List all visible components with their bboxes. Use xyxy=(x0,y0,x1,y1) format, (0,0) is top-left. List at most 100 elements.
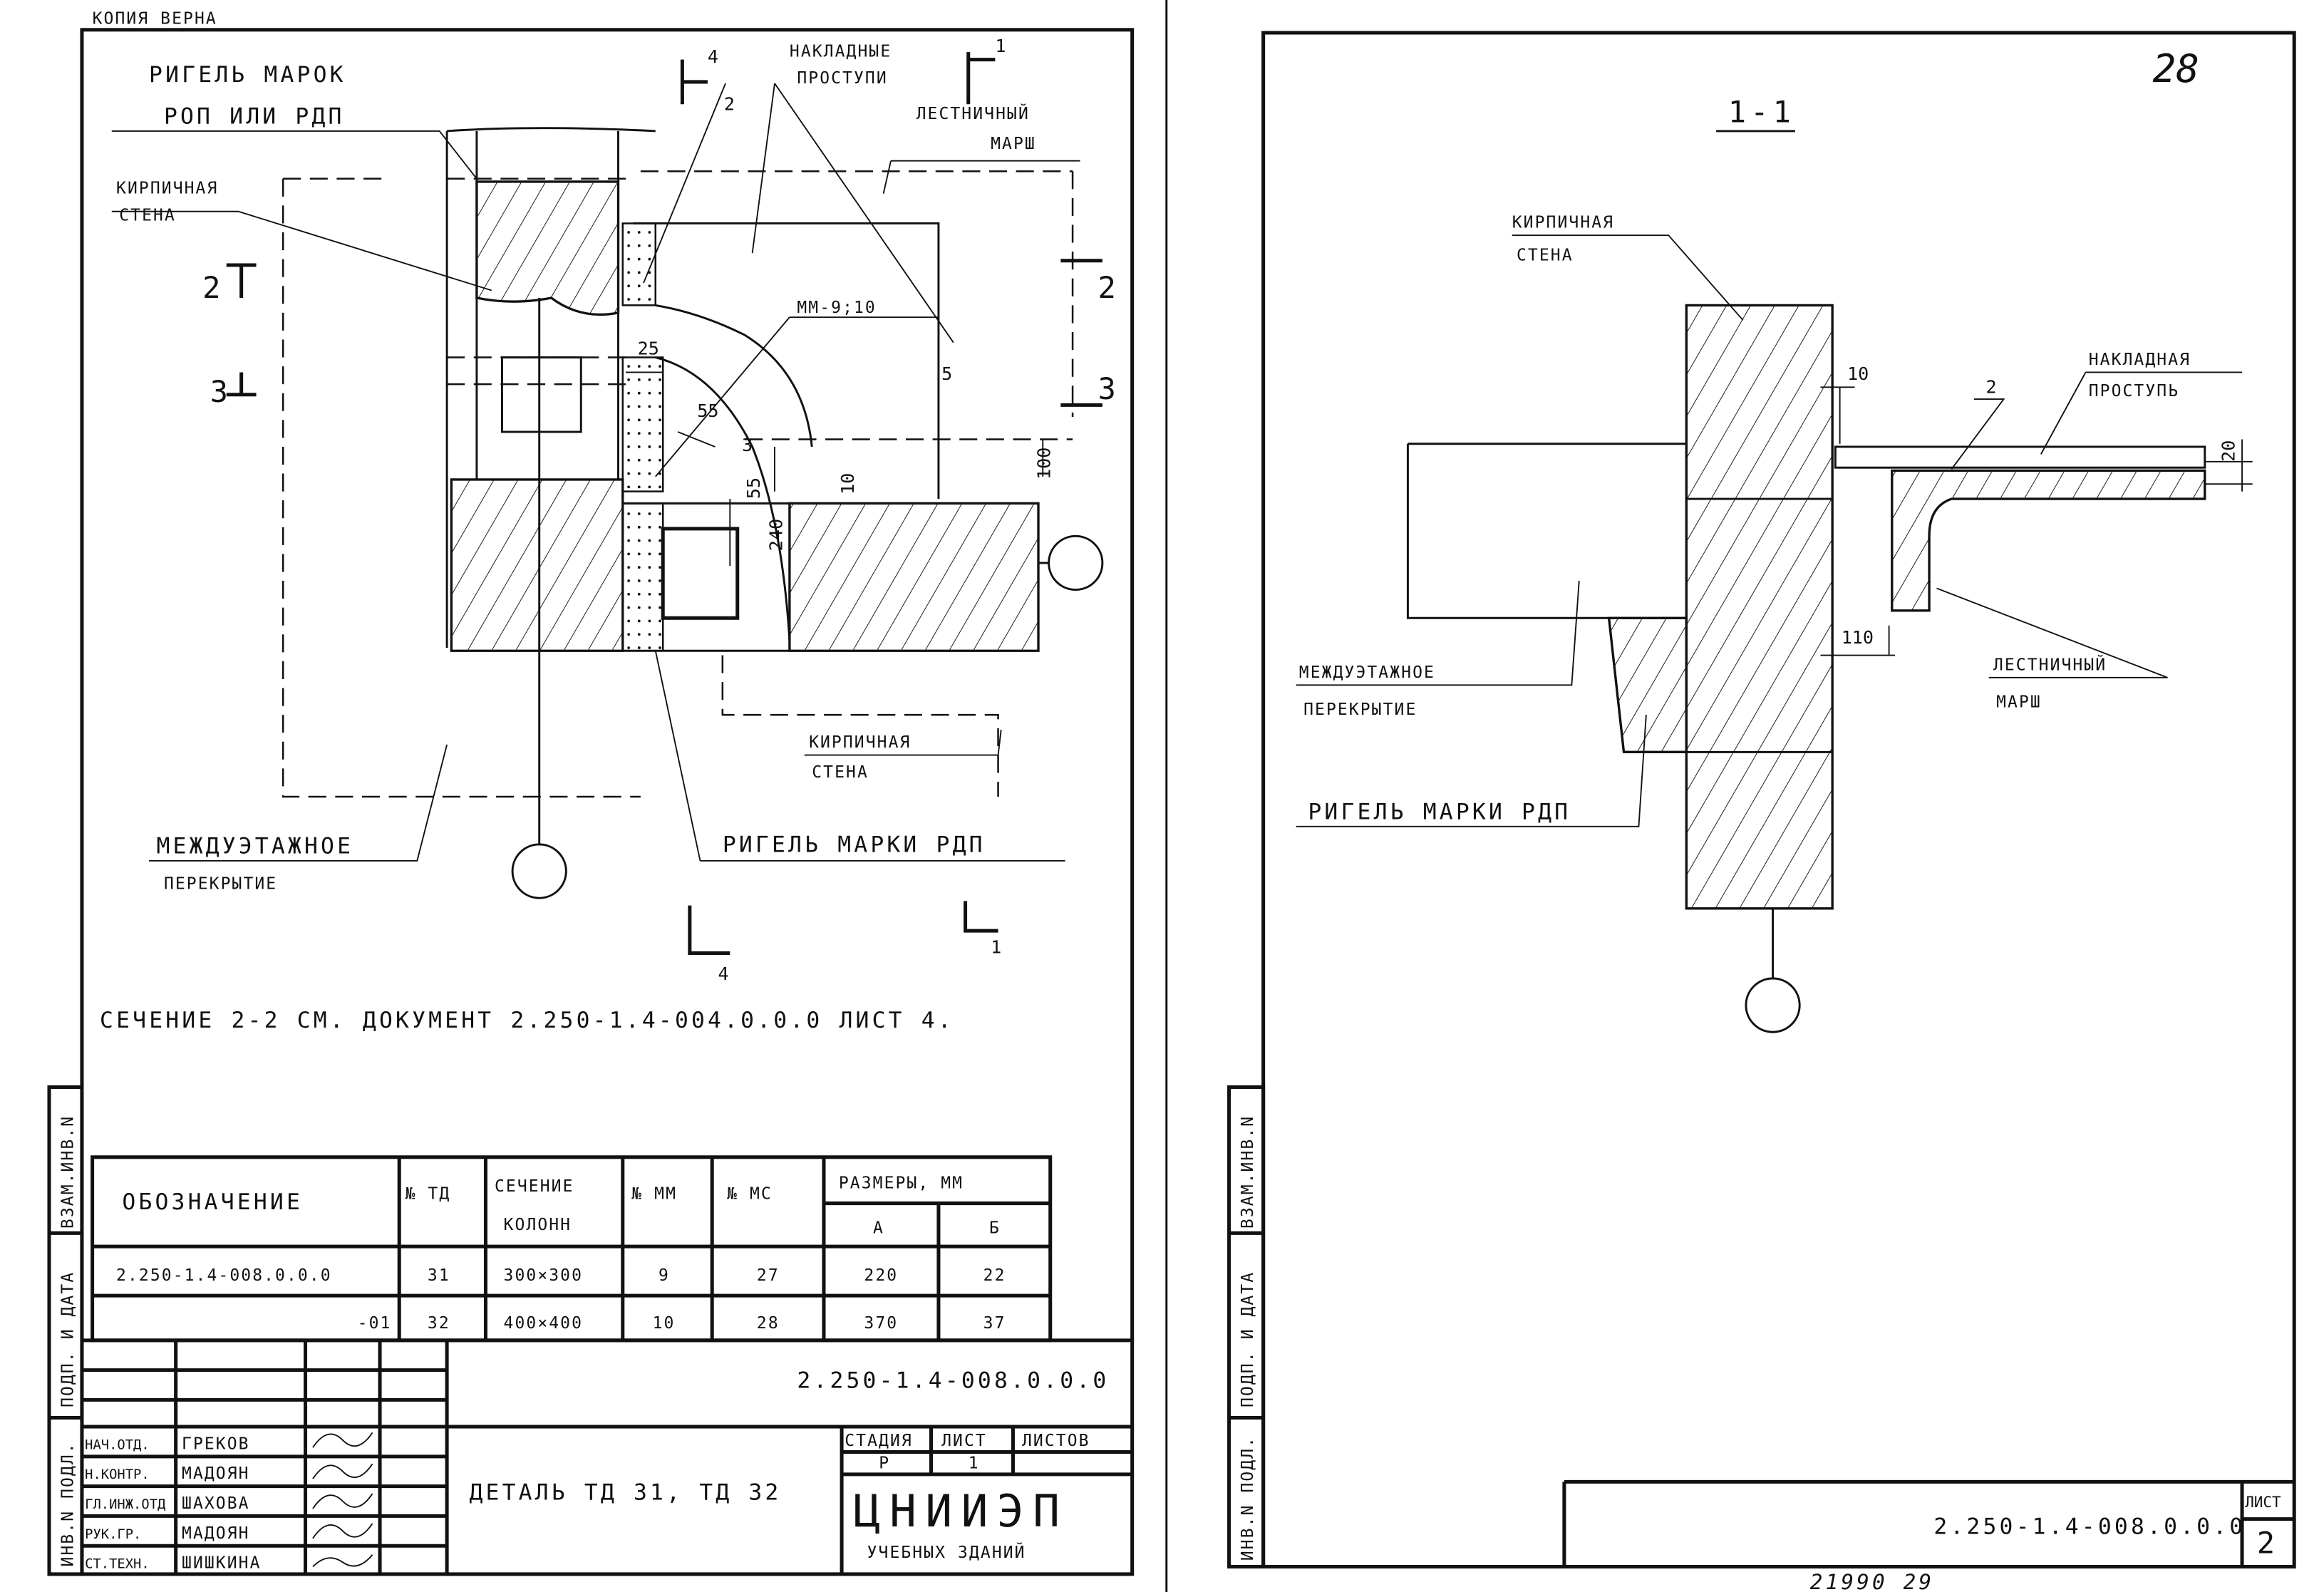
label-overlay-treads: НАКЛАДНЫЕ xyxy=(790,42,892,61)
drawing-title: ДЕТАЛЬ ТД 31, ТД 32 xyxy=(469,1479,781,1505)
section-1-1: КИРПИЧНАЯ СТЕНА НАКЛАДНАЯ ПРОСТУПЬ 2 10 … xyxy=(1296,214,2253,1033)
dim-20: 20 xyxy=(2219,440,2239,462)
stage-label: СТАДИЯ xyxy=(845,1432,913,1450)
mark-sec4-top: 4 xyxy=(708,46,718,67)
spec-table: ОБОЗНАЧЕНИЕ № ТД СЕЧЕНИЕ КОЛОНН № ММ № М… xyxy=(91,1155,1053,1343)
certified-copy-stamp: КОПИЯ ВЕРНА xyxy=(93,9,217,28)
svg-text:220: 220 xyxy=(864,1266,898,1285)
svg-text:Н.КОНТР.: Н.КОНТР. xyxy=(85,1467,150,1482)
detail-plan: РИГЕЛЬ МАРОК РОП ИЛИ РДП КИРПИЧНАЯ СТЕНА… xyxy=(111,36,1120,984)
svg-text:400×400: 400×400 xyxy=(504,1314,584,1333)
doc-code: 2.250-1.4-008.0.0.0 xyxy=(1933,1514,2246,1540)
sheet-value: 1 xyxy=(969,1454,980,1473)
column-section xyxy=(500,356,582,433)
svg-text:НАЧ.ОТД.: НАЧ.ОТД. xyxy=(85,1437,150,1452)
axis-marker-circle xyxy=(1048,534,1104,591)
svg-text:27: 27 xyxy=(757,1266,780,1285)
label-brick-wall: КИРПИЧНАЯ xyxy=(1512,214,1614,232)
header-mc-no: № МС xyxy=(727,1184,773,1203)
label-stair-flight-2: МАРШ xyxy=(1996,693,2042,712)
svg-text:ГРЕКОВ: ГРЕКОВ xyxy=(182,1435,250,1453)
footer-number: 21990 29 xyxy=(1810,1570,1934,1592)
label-floor: МЕЖДУЭТАЖНОЕ xyxy=(1299,663,1435,682)
header-dimensions: РАЗМЕРЫ, ММ xyxy=(839,1174,964,1193)
label-overlay-tread: НАКЛАДНАЯ xyxy=(2089,351,2191,369)
signer-row: ГЛ.ИНЖ.ОТД ШАХОВА xyxy=(85,1493,373,1513)
title-block: 2.250-1.4-008.0.0.0 ДЕТАЛЬ ТД 31, ТД 32 … xyxy=(81,1338,1132,1574)
svg-text:2.250-1.4-008.0.0.0: 2.250-1.4-008.0.0.0 xyxy=(116,1266,332,1285)
label-rigel-rdp: РИГЕЛЬ МАРКИ РДП xyxy=(1308,799,1571,825)
header-a: А xyxy=(873,1219,884,1237)
header-b: Б xyxy=(989,1219,1001,1237)
signer-row: НАЧ.ОТД. ГРЕКОВ xyxy=(85,1432,373,1453)
dim-55b: 55 xyxy=(743,477,764,499)
section-title: 1-1 xyxy=(1728,94,1795,129)
axis-marker-circle xyxy=(1745,977,1801,1033)
doc-code: 2.250-1.4-008.0.0.0 xyxy=(797,1368,1109,1394)
mark-sec3-right: 3 xyxy=(1098,371,1120,406)
label-floor-2: ПЕРЕКРЫТИЕ xyxy=(164,875,277,894)
label-stair-flight-2: МАРШ xyxy=(991,135,1036,153)
overlay-tread xyxy=(1834,445,2206,469)
header-td-no: № ТД xyxy=(406,1184,451,1203)
svg-text:28: 28 xyxy=(757,1314,780,1333)
svg-text:РУК.ГР.: РУК.ГР. xyxy=(85,1527,141,1542)
side-stamp-strip xyxy=(47,1085,84,1576)
svg-text:ШАХОВА: ШАХОВА xyxy=(182,1494,250,1513)
svg-text:31: 31 xyxy=(428,1266,450,1285)
mark-sec4-bottom: 4 xyxy=(718,963,729,984)
label-overlay-treads-2: ПРОСТУПИ xyxy=(797,69,887,88)
label-rigel-rdp: РИГЕЛЬ МАРКИ РДП xyxy=(723,832,986,857)
organization-subtitle: УЧЕБНЫХ ЗДАНИЙ xyxy=(867,1542,1026,1562)
mark-sec2-left: 2 xyxy=(202,270,224,305)
mark-sec1-top: 1 xyxy=(995,36,1006,56)
svg-text:-01: -01 xyxy=(358,1314,392,1333)
svg-text:СТ.ТЕХН.: СТ.ТЕХН. xyxy=(85,1557,150,1572)
svg-text:9: 9 xyxy=(659,1266,670,1285)
svg-text:ШИШКИНА: ШИШКИНА xyxy=(182,1554,262,1573)
section-note: СЕЧЕНИЕ 2-2 СМ. ДОКУМЕНТ 2.250-1.4-004.0… xyxy=(100,1008,954,1033)
label-brick-wall: КИРПИЧНАЯ xyxy=(116,180,218,198)
mark-pos2: 2 xyxy=(1985,377,1996,398)
right-sheet: ИНВ.N ПОДЛ. ПОДП. И ДАТА ВЗАМ.ИНВ.N 28 1… xyxy=(1227,31,2296,1592)
stamp-vzam-inv: ВЗАМ.ИНВ.N xyxy=(58,1115,77,1229)
label-brick-wall-bottom: КИРПИЧНАЯ xyxy=(809,733,911,752)
organization-logo: ЦНИИЭП xyxy=(854,1485,1069,1537)
svg-text:300×300: 300×300 xyxy=(504,1266,584,1285)
label-stair-flight: ЛЕСТНИЧНЫЙ xyxy=(916,103,1030,123)
label-floor-2: ПЕРЕКРЫТИЕ xyxy=(1303,701,1417,719)
title-block: 2.250-1.4-008.0.0.0 ЛИСТ 2 xyxy=(1562,1479,2295,1567)
stage-value: Р xyxy=(879,1454,890,1473)
dim-55: 55 xyxy=(697,400,718,421)
signer-row: РУК.ГР. МАДОЯН xyxy=(85,1523,373,1543)
dim-240: 240 xyxy=(765,519,786,551)
mark-sec1-bottom: 1 xyxy=(991,936,1001,957)
sheet-frame xyxy=(80,28,1135,1576)
svg-text:МАДОЯН: МАДОЯН xyxy=(182,1524,250,1543)
label-brick-wall-2: СТЕНА xyxy=(119,206,176,224)
label-floor: МЕЖДУЭТАЖНОЕ xyxy=(156,833,353,859)
column-section-lower xyxy=(661,527,740,620)
signer-row: СТ.ТЕХН. ШИШКИНА xyxy=(85,1554,373,1573)
dim-100: 100 xyxy=(1034,448,1055,480)
header-columns: КОЛОНН xyxy=(504,1216,572,1234)
dim-110: 110 xyxy=(1842,627,1874,648)
mark-pos5: 5 xyxy=(941,363,952,384)
svg-text:370: 370 xyxy=(864,1314,898,1333)
page-number: 28 xyxy=(2153,46,2199,91)
dim-25: 25 xyxy=(638,338,659,358)
mark-sec2-right: 2 xyxy=(1098,270,1120,305)
stamp-podp-data: ПОДП. И ДАТА xyxy=(1239,1271,1257,1407)
sheet-label: ЛИСТ xyxy=(941,1432,987,1450)
axis-marker-circle xyxy=(511,843,567,899)
sheet-frame xyxy=(1261,31,2296,1568)
label-rigel-marks-2: РОП ИЛИ РДП xyxy=(164,103,345,129)
mark-pos3: 3 xyxy=(742,435,753,455)
stamp-inv-podl: ИНВ.N ПОДЛ. xyxy=(58,1442,77,1566)
sheets-label: ЛИСТОВ xyxy=(1022,1432,1090,1450)
svg-text:37: 37 xyxy=(983,1314,1006,1333)
table-row: -01 32 400×400 10 28 370 37 xyxy=(358,1314,1006,1333)
sheet-value: 2 xyxy=(2257,1526,2279,1561)
svg-text:МАДОЯН: МАДОЯН xyxy=(182,1464,250,1483)
